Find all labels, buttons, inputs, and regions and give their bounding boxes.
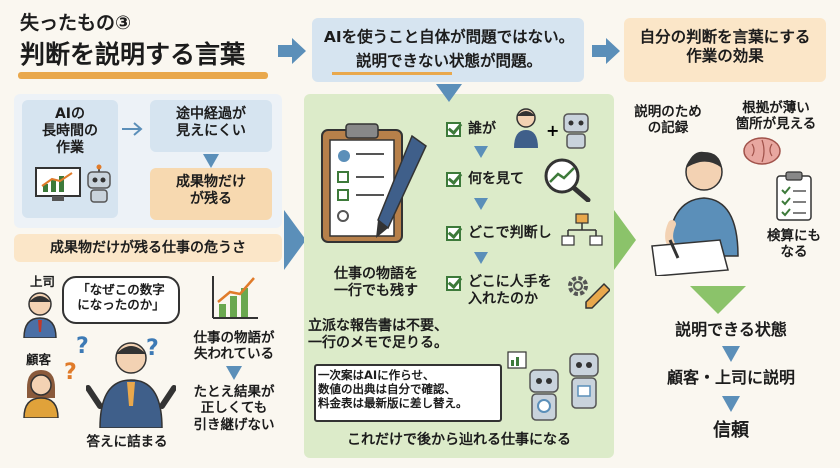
arrow-right-icon [122, 122, 143, 136]
effect-title-box [624, 18, 826, 82]
banner-line1: AIを使うこと自体が問題ではない。 [323, 28, 575, 46]
process-label: 途中経過が 見えにくい [176, 106, 246, 140]
arrow-down-icon [203, 154, 219, 168]
checkbox-icon [446, 122, 461, 137]
question-mark-icon: ? [146, 336, 159, 361]
memo-text: 立派な報告書は不要、 一行のメモで足りる。 [308, 318, 448, 352]
lost-story-label: 仕事の物語が 失われている [193, 330, 275, 363]
arrow-down-icon [226, 366, 242, 380]
clipboard-pen-icon [321, 123, 427, 243]
arrow-down-icon [474, 252, 488, 264]
banner-underline [332, 72, 452, 75]
weak-point-label: 根拠が薄い 箇所が見える [735, 100, 817, 133]
question-mark-icon: ? [76, 334, 89, 359]
speech-text: 「なぜこの数字 になったのか」 [77, 282, 165, 313]
checkbox-icon [446, 172, 461, 187]
robots-icon [507, 351, 599, 421]
bar-chart-icon [212, 276, 258, 319]
pencil-icon [585, 282, 610, 309]
trust-label: 信頼 [713, 420, 749, 441]
speech-bubble [62, 276, 180, 324]
triangle-down-icon [690, 286, 746, 314]
danger-title-box [14, 234, 282, 262]
verify-label: 検算にも なる [767, 228, 821, 261]
arrow-right-icon [278, 38, 306, 64]
robot-icon [87, 164, 111, 203]
arrow-down-icon [722, 346, 740, 362]
header-subtitle: 失ったもの③ [20, 12, 132, 34]
arrow-down-icon [722, 396, 740, 412]
check-item-where: どこで判断し [468, 225, 552, 241]
page-title: 判断を説明する言葉 [20, 40, 246, 69]
confused-person-icon [86, 342, 176, 428]
check-item-human: どこに人手を 入れたのか [468, 274, 552, 308]
banner-box [312, 18, 584, 82]
middle-footer: これだけで後から辿れる仕事になる [347, 432, 571, 448]
story-label: 仕事の物語を 一行でも残す [334, 266, 418, 300]
person-plus-robot-icon: + [514, 108, 589, 149]
svg-text:+: + [546, 121, 559, 140]
customer-avatar-icon [23, 370, 59, 418]
stuck-label: 答えに詰まる [86, 434, 168, 450]
checkbox-icon [446, 276, 461, 291]
record-label: 説明のため の記録 [634, 104, 702, 137]
flowchart-icon [561, 213, 603, 246]
boss-label: 上司 [30, 274, 56, 289]
brain-icon [743, 137, 781, 165]
boss-avatar-icon [23, 292, 57, 338]
arrow-down-icon [474, 198, 488, 210]
effect-title: 自分の判断を言葉にする 作業の効果 [639, 28, 811, 65]
banner-line2: 説明できない状態が問題。 [355, 52, 542, 70]
writing-person-icon [651, 151, 739, 276]
magnifier-chart-icon [544, 158, 591, 202]
monitor-chart-icon [35, 167, 81, 201]
check-item-who: 誰が [468, 121, 496, 137]
memo-example-box [314, 364, 502, 422]
ai-work-label: AIの 長時間の 作業 [42, 106, 98, 157]
explainable-state: 説明できる状態 [675, 320, 787, 339]
gear-icon [568, 276, 588, 296]
process-box [150, 100, 272, 152]
result-box [150, 168, 272, 220]
chevron-right-icon [614, 210, 636, 270]
chevron-right-icon [284, 210, 306, 270]
cannot-inherit-label: たとえ結果が 正しくても 引き継げない [193, 384, 275, 433]
checkbox-icon [446, 226, 461, 241]
arrow-down-icon [474, 146, 488, 158]
question-mark-icon: ? [64, 360, 77, 385]
arrow-right-icon [592, 38, 620, 64]
check-item-what: 何を見て [468, 171, 524, 187]
memo-example-text: 一次案はAIに作らせ、 数値の出典は自分で確認、 料金表は最新版に差し替え。 [318, 368, 468, 411]
title-underline [18, 72, 268, 79]
explain-to-customer: 顧客・上司に説明 [666, 368, 795, 387]
result-label: 成果物だけ が残る [176, 174, 246, 208]
checklist-icon [776, 171, 812, 221]
customer-label: 顧客 [26, 352, 52, 367]
danger-title: 成果物だけが残る仕事の危うさ [50, 240, 246, 256]
arrow-down-icon [436, 84, 462, 102]
